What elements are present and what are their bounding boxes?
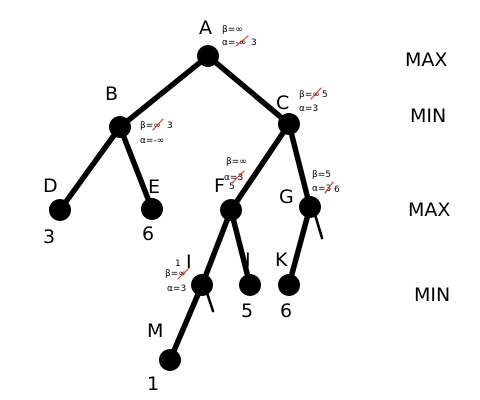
leaf-value-d: 3 (43, 226, 55, 248)
annot-f-alpha-new: 5 (229, 182, 235, 192)
strike-a-alpha (235, 35, 249, 47)
level-label-min-1: MIN (410, 105, 446, 127)
leaf-values: 3 6 5 6 1 (43, 223, 292, 395)
node-label-i: I (186, 251, 192, 273)
leaf-value-e: 6 (142, 223, 154, 245)
node-label-m: M (147, 320, 163, 342)
strike-i-beta (177, 267, 190, 280)
node-label-d: D (43, 175, 58, 197)
annot-c-alpha: α=3 (299, 104, 318, 114)
node-label-b: B (105, 83, 118, 105)
node-b (109, 116, 131, 138)
strike-c-beta (310, 87, 322, 100)
tree-edges (57, 53, 313, 363)
node-label-g: G (279, 186, 294, 208)
edge-c-g (286, 121, 313, 210)
strike-f-alpha (232, 170, 245, 183)
edge-b-d (57, 124, 123, 213)
annot-g-alpha: α=3 (312, 184, 331, 194)
level-labels: MAX MIN MAX MIN (405, 49, 450, 306)
node-labels: A B C D E F G I J K M (43, 17, 294, 342)
annot-f-alpha: α=3 (224, 173, 243, 183)
node-label-e: E (148, 176, 160, 198)
annot-a-alpha: α=-∞ (222, 38, 246, 48)
node-a (197, 45, 219, 67)
alpha-beta-annotations: β=∞ α=-∞ 3 β=∞ 3 α=-∞ β=∞ 5 α=3 β=∞ α=3 … (140, 25, 340, 294)
node-m (159, 349, 181, 371)
edge-f-i (199, 207, 234, 288)
annot-f-beta: β=∞ (226, 157, 247, 167)
leaf-value-m: 1 (147, 373, 159, 395)
annot-g-beta: β=5 (312, 170, 331, 180)
edge-g-k (286, 204, 313, 288)
annot-i-beta-new: 1 (175, 259, 181, 269)
edge-i-m (167, 282, 205, 363)
strike-b-beta (152, 118, 164, 131)
annot-a-beta: β=∞ (222, 25, 243, 35)
node-e (141, 198, 163, 220)
annot-c-beta-new: 5 (322, 90, 328, 100)
node-c (278, 113, 300, 135)
node-label-f: F (214, 175, 225, 197)
leaf-value-k: 6 (280, 300, 292, 322)
node-d (49, 199, 71, 221)
annot-b-beta-new: 3 (167, 121, 173, 131)
node-j (239, 274, 261, 296)
edge-a-c (205, 53, 292, 127)
node-g (299, 196, 321, 218)
annot-i-alpha: α=3 (167, 284, 186, 294)
node-label-a: A (199, 17, 212, 39)
strike-g-alpha (324, 181, 334, 194)
level-label-min-2: MIN (414, 284, 450, 306)
edge-a-b (117, 53, 211, 130)
edge-c-f (228, 121, 292, 213)
tree-nodes (49, 45, 321, 371)
node-label-k: K (275, 249, 288, 271)
annot-b-alpha: α=-∞ (140, 136, 164, 146)
level-label-max-1: MAX (405, 49, 447, 71)
annot-c-beta: β=∞ (299, 90, 320, 100)
node-k (278, 274, 300, 296)
annot-i-beta: β=∞ (165, 269, 186, 279)
node-i (191, 274, 213, 296)
edge-b-e (117, 124, 155, 212)
annot-b-beta: β=∞ (140, 121, 161, 131)
annot-g-alpha-new: 6 (334, 185, 340, 195)
node-f (220, 199, 242, 221)
leaf-value-j: 5 (241, 300, 253, 322)
level-label-max-2: MAX (408, 199, 450, 221)
edge-f-j (228, 207, 253, 288)
node-label-c: C (276, 92, 289, 114)
node-label-j: J (244, 249, 251, 271)
annot-a-alpha-new: 3 (251, 38, 257, 48)
